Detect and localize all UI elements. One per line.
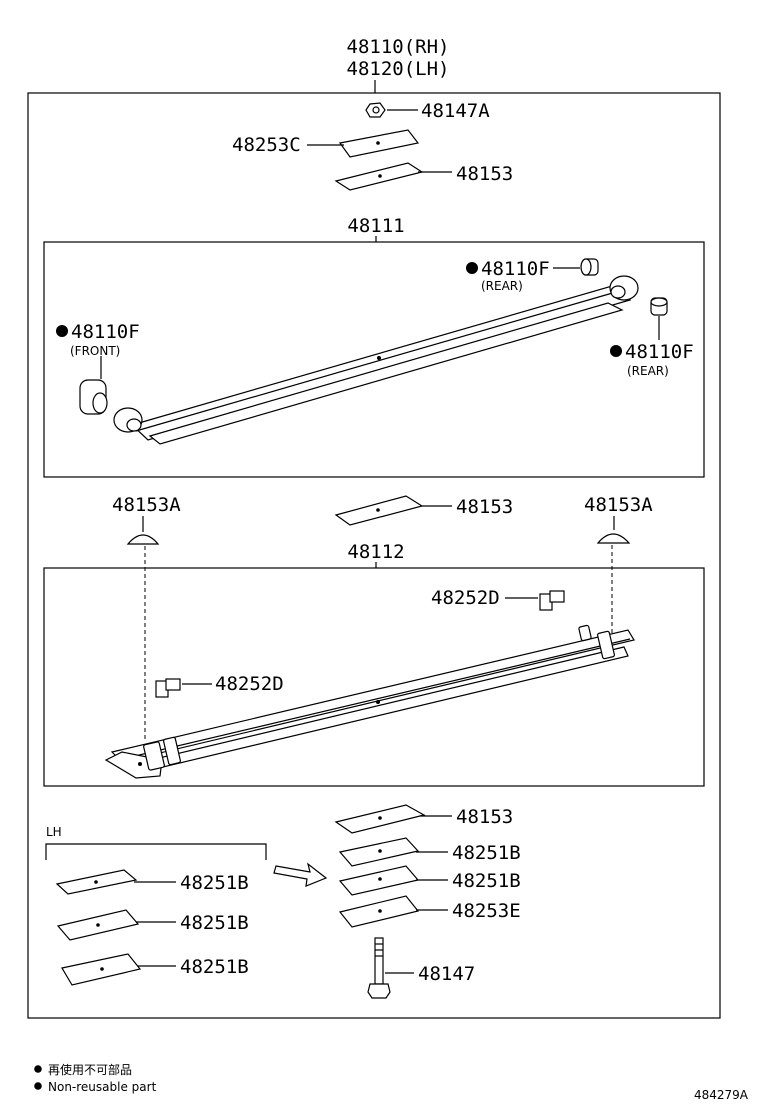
plate-48251B-r-2: [338, 865, 420, 896]
legend-en: Non-reusable part: [48, 1080, 157, 1094]
bushing-48110F-front: [79, 379, 108, 415]
leaf-spring-48112: [104, 624, 635, 779]
label-48253C: 48253C: [232, 134, 301, 156]
label-48153-top: 48153: [456, 163, 513, 185]
label-48253E: 48253E: [452, 900, 521, 922]
label-48251B-r-1: 48251B: [452, 842, 521, 864]
note-front: (FRONT): [70, 344, 120, 358]
plate-48253E-hole: [378, 909, 382, 913]
plate-48251B-r-1-hole: [378, 849, 382, 853]
outer-frame: [27, 92, 721, 1019]
box-48111: [43, 241, 705, 478]
pad-48153-mid-hole: [376, 508, 380, 512]
label-48252D-left: 48252D: [215, 673, 284, 695]
label-48153-low: 48153: [456, 806, 513, 828]
label-48147: 48147: [418, 963, 475, 985]
note-rear-2: (REAR): [627, 364, 669, 378]
nut-48147A: [365, 102, 386, 118]
label-48147A: 48147A: [421, 100, 490, 122]
label-48153A-left: 48153A: [112, 494, 181, 516]
label-48251B-lh-1: 48251B: [180, 872, 249, 894]
pad-48153-low-hole: [378, 816, 382, 820]
bushing-48110F-rear-1: [580, 258, 599, 276]
non-reusable-dot-front: [56, 325, 68, 337]
non-reusable-dot-rear-2: [610, 345, 622, 357]
legend-jp: 再使用不可部品: [48, 1062, 132, 1077]
plate-48251B-lh-3-hole: [100, 967, 104, 971]
plate-48251B-r-2-hole: [378, 877, 382, 881]
plate-48251B-lh-2-hole: [96, 923, 100, 927]
lh-to-stack-arrow: [273, 862, 328, 887]
clip-48252D-right: [539, 590, 565, 611]
clip-48252D-left: [155, 678, 181, 698]
label-48153A-right: 48153A: [584, 494, 653, 516]
box-48112: [43, 567, 705, 787]
plate-48251B-lh-1-hole: [94, 880, 98, 884]
bolt-48147: [367, 937, 391, 999]
lh-label: LH: [46, 825, 62, 839]
label-48110F-rear-1: 48110F: [481, 258, 550, 280]
label-48153-mid: 48153: [456, 496, 513, 518]
label-48112: 48112: [347, 541, 404, 563]
pad-48153-top-hole: [378, 174, 382, 178]
legend-dot-jp: [34, 1065, 42, 1073]
cap-48153A-left: [126, 534, 160, 545]
label-48251B-r-2: 48251B: [452, 870, 521, 892]
assembly-rh-label: 48110(RH): [347, 36, 450, 58]
cap-48153A-right: [596, 533, 631, 544]
label-48252D-right: 48252D: [431, 587, 500, 609]
plate-48253C-hole: [376, 141, 380, 145]
lh-bracket: [45, 843, 267, 860]
non-reusable-dot-rear-1: [466, 262, 478, 274]
bushing-48110F-rear-2: [650, 297, 668, 316]
label-48251B-lh-2: 48251B: [180, 912, 249, 934]
assembly-lh-label: 48120(LH): [347, 58, 450, 80]
label-48111: 48111: [347, 215, 404, 237]
label-48110F-front: 48110F: [71, 321, 140, 343]
label-48110F-rear-2: 48110F: [625, 341, 694, 363]
legend-dot-en: [34, 1082, 42, 1090]
leaf-spring-48111: [113, 275, 639, 445]
label-48251B-lh-3: 48251B: [180, 956, 249, 978]
figure-id: 484279A: [694, 1088, 749, 1102]
note-rear-1: (REAR): [481, 279, 523, 293]
